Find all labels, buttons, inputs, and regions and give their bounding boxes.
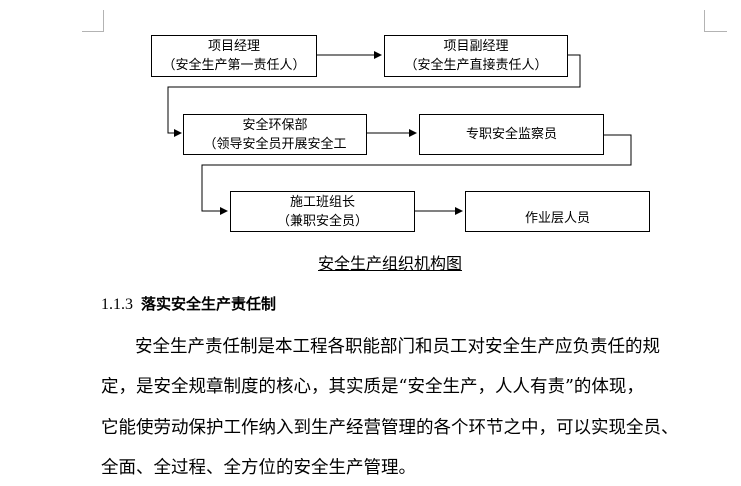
paragraph-line: 定，是安全规章制度的核心，其实质是“安全生产，人人有责”的体现， bbox=[101, 377, 644, 397]
org-box-title: 施工班组长 bbox=[289, 194, 355, 210]
org-box-title: 项目副经理 bbox=[443, 39, 509, 54]
paragraph-line: 安全生产责任制是本工程各职能部门和员工对安全生产应负责任的规 bbox=[135, 337, 660, 357]
org-box-title: 专职安全监察员 bbox=[465, 127, 557, 142]
org-box-subtitle: （兼职安全员） bbox=[276, 213, 368, 229]
arrow-inspector-to-team-leader bbox=[201, 134, 632, 215]
paragraph-line: 它能使劳动保护工作纳入到生产经营管理的各个环节之中，可以实现全员、 bbox=[101, 418, 679, 438]
org-chart-caption: 安全生产组织机构图 bbox=[318, 254, 463, 273]
org-box-safety-environment-dept: 安全环保部 （领导安全员开展安全工 bbox=[183, 114, 367, 155]
org-box-deputy-manager: 项目副经理 （安全生产直接责任人） bbox=[384, 35, 568, 77]
arrow-deputy-to-safety-dept bbox=[167, 54, 581, 137]
section-number: 1.1.3 bbox=[101, 296, 133, 313]
org-box-title: 项目经理 bbox=[207, 39, 260, 54]
section-title: 落实安全生产责任制 bbox=[141, 295, 277, 313]
org-box-field-workers: 作业层人员 bbox=[465, 191, 650, 232]
paragraph-line: 全面、全过程、全方位的安全生产管理。 bbox=[101, 458, 416, 478]
org-box-title: 安全环保部 bbox=[242, 117, 308, 133]
org-box-safety-inspector: 专职安全监察员 bbox=[419, 114, 604, 155]
page-corner-mark-top-right bbox=[704, 10, 727, 32]
org-box-subtitle: （安全生产第一责任人） bbox=[162, 58, 306, 73]
org-box-subtitle: （安全生产直接责任人） bbox=[404, 58, 548, 73]
section-heading: 1.1.3 落实安全生产责任制 bbox=[101, 293, 276, 314]
page-corner-mark-top-left bbox=[82, 10, 104, 32]
org-box-subtitle: （领导安全员开展安全工 bbox=[203, 136, 347, 152]
org-box-project-manager: 项目经理 （安全生产第一责任人） bbox=[151, 35, 317, 77]
org-box-team-leader: 施工班组长 （兼职安全员） bbox=[230, 191, 415, 232]
org-box-title: 作业层人员 bbox=[524, 211, 590, 226]
